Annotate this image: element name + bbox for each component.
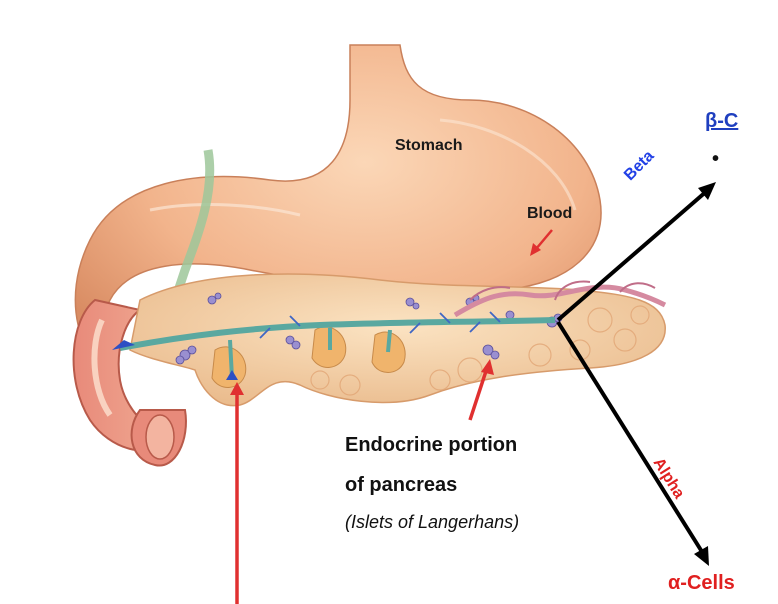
blood-pointer-arrow <box>530 229 553 256</box>
alpha-arrow <box>556 320 709 566</box>
duodenum-illustration <box>72 298 187 467</box>
beta-cells-heading: β-C <box>705 110 739 132</box>
endocrine-pointer-arrow <box>468 359 494 421</box>
pancreas-illustration <box>112 273 666 407</box>
islet-clusters <box>175 292 563 365</box>
beta-arrow <box>556 182 716 322</box>
alpha-cells-label: α-Cells <box>668 572 735 594</box>
bottom-pointer-arrow <box>230 382 244 604</box>
endocrine-label-line2: of pancreas <box>345 474 458 496</box>
islets-label: (Islets of Langerhans) <box>345 512 520 532</box>
stomach-label: Stomach <box>395 137 463 154</box>
pancreatic-duct <box>119 317 556 351</box>
blood-label: Blood <box>527 205 573 222</box>
bullet-point: • <box>712 148 720 170</box>
endocrine-label-line1: Endocrine portion <box>345 434 518 456</box>
blood-vessel <box>453 280 667 318</box>
